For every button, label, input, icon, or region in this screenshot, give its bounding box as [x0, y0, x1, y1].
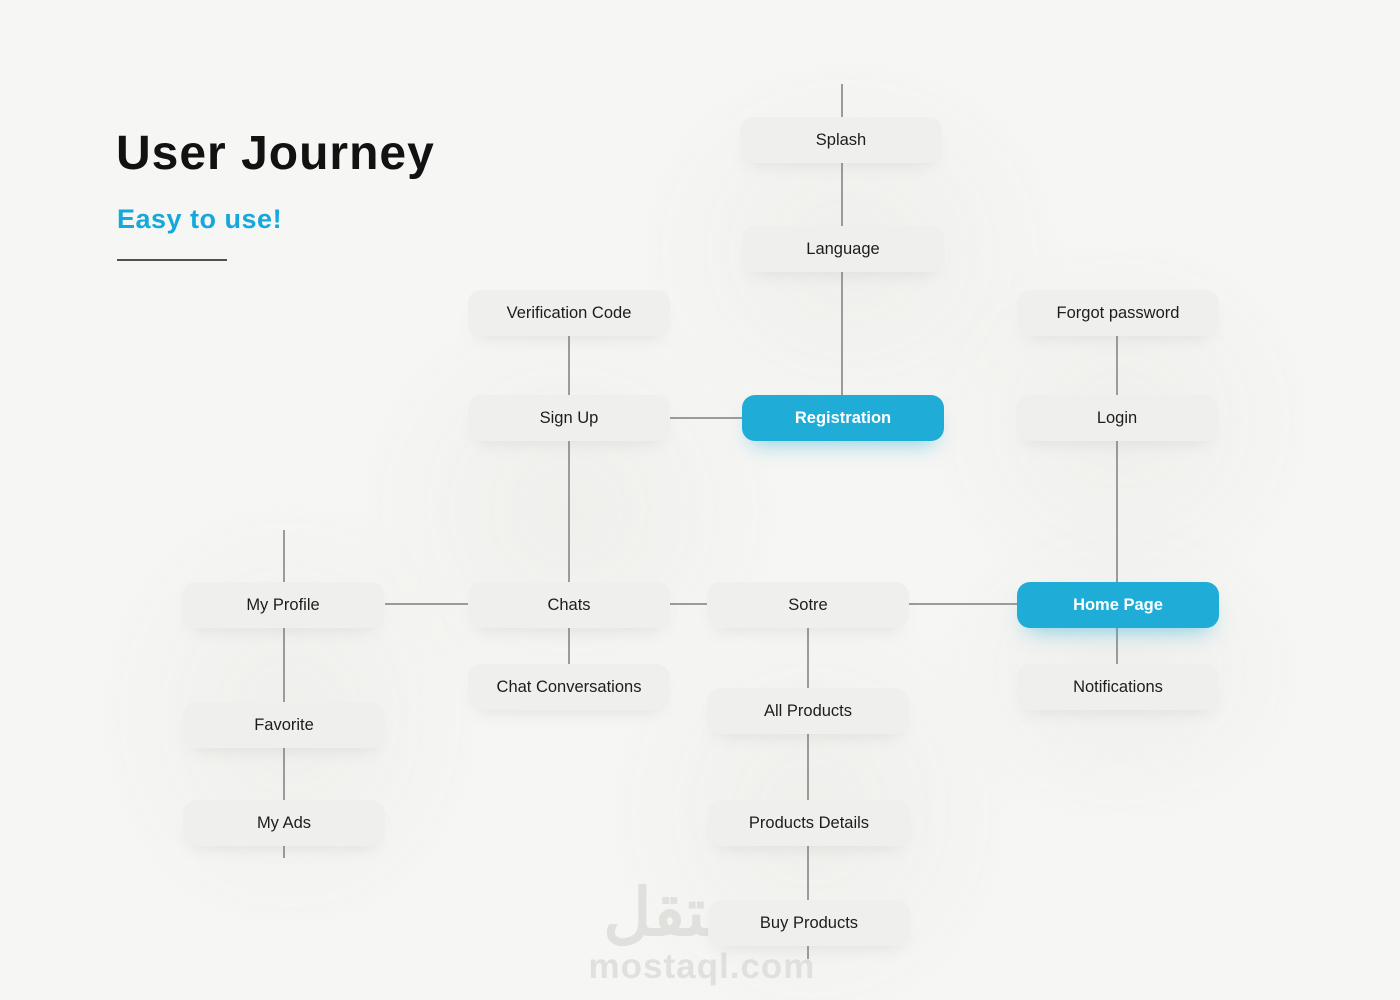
node-chats: Chats	[468, 582, 670, 628]
node-buy-products: Buy Products	[708, 900, 910, 946]
page-title: User Journey	[116, 127, 435, 180]
background-halo	[360, 300, 780, 720]
connector-line	[909, 603, 1017, 605]
node-my-ads: My Ads	[183, 800, 385, 846]
node-favorite: Favorite	[183, 702, 385, 748]
node-home-page: Home Page	[1017, 582, 1219, 628]
connector-line	[841, 272, 843, 395]
node-verification-code: Verification Code	[468, 290, 670, 336]
node-products-details: Products Details	[708, 800, 910, 846]
node-registration: Registration	[742, 395, 944, 441]
node-sotre: Sotre	[707, 582, 909, 628]
subtitle-underline	[117, 259, 227, 261]
connector-line	[807, 734, 809, 800]
connector-line	[1116, 441, 1118, 582]
node-sign-up: Sign Up	[468, 395, 670, 441]
connector-line	[568, 336, 570, 395]
connector-line	[807, 628, 809, 688]
connector-line	[841, 84, 843, 117]
connector-line	[1116, 628, 1118, 665]
connector-line	[568, 628, 570, 665]
node-forgot-password: Forgot password	[1017, 290, 1219, 336]
connector-line	[670, 603, 707, 605]
node-all-products: All Products	[707, 688, 909, 734]
connector-line	[385, 603, 468, 605]
connector-line	[283, 530, 285, 582]
node-splash: Splash	[740, 117, 942, 163]
node-chat-conversations: Chat Conversations	[468, 664, 670, 710]
page-subtitle: Easy to use!	[117, 204, 283, 234]
connector-line	[283, 846, 285, 858]
connector-line	[807, 846, 809, 900]
connector-line	[283, 628, 285, 702]
connector-line	[670, 417, 742, 419]
connector-line	[841, 163, 843, 226]
node-notifications: Notifications	[1017, 664, 1219, 710]
connector-line	[568, 441, 570, 582]
connector-line	[807, 946, 809, 959]
node-login: Login	[1016, 395, 1218, 441]
connector-line	[283, 748, 285, 800]
node-language: Language	[742, 226, 944, 272]
node-my-profile: My Profile	[182, 582, 384, 628]
connector-line	[1116, 336, 1118, 395]
